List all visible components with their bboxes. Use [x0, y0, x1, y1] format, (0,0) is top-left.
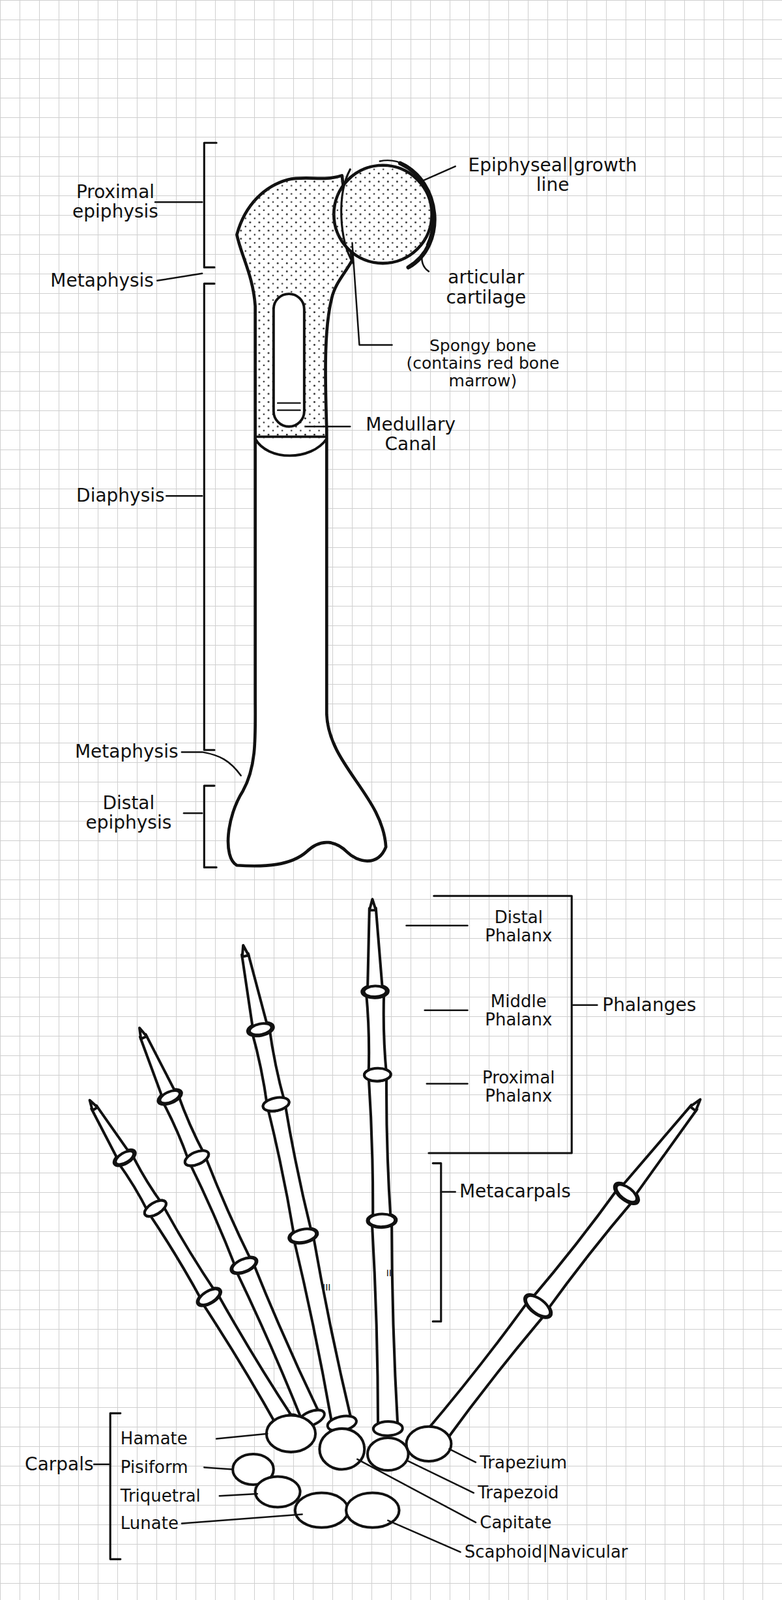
bone-head [142, 1197, 169, 1220]
part-label: Spongy bone (contains red bone marrow) [398, 336, 568, 390]
bone-shaft [619, 1102, 701, 1200]
bone-head [364, 1068, 391, 1082]
bone-head [288, 1227, 318, 1245]
bone-tip [690, 1097, 704, 1112]
part-label: Trapezoid [477, 1483, 559, 1503]
carpal-bone [295, 1493, 348, 1529]
bone-numeral: II [386, 1268, 392, 1279]
bone-numeral: III [322, 1283, 331, 1293]
bone-head [158, 1088, 182, 1107]
part-label: Medullary Canal [355, 415, 466, 455]
part-label: Metaphysis [50, 271, 154, 291]
part-label: Proximal Phalanx [476, 1068, 562, 1106]
hand-bone [364, 1068, 396, 1228]
bone-shaft [364, 908, 383, 992]
part-label: Trapezium [479, 1453, 567, 1473]
part-label: Epiphyseal|growth line [461, 155, 644, 195]
bone-shaft [293, 1234, 352, 1426]
bone-shaft [530, 1187, 635, 1314]
bone-head [373, 1421, 403, 1437]
bone-shaft [425, 1300, 547, 1447]
bone-head [183, 1147, 212, 1170]
bone-tip [87, 1098, 98, 1111]
hand-bone [183, 1147, 259, 1276]
part-label: Scaphoid|Navicular [464, 1543, 629, 1562]
bone-head [368, 1214, 395, 1228]
part-label: Capitate [479, 1513, 552, 1533]
part-label: Hamate [120, 1429, 188, 1449]
bone-tip [136, 1027, 147, 1040]
part-label: Triquetral [120, 1487, 201, 1506]
part-label: articular cartilage [434, 267, 539, 307]
carpal-bone [367, 1438, 409, 1471]
part-label: Pisiform [120, 1458, 189, 1477]
part-label: Diaphysis [76, 486, 165, 506]
hand-bone [366, 1213, 403, 1437]
bone-head [366, 1213, 397, 1229]
bone-head [361, 984, 389, 999]
bone-head [248, 1021, 273, 1037]
bone-shaft [237, 952, 268, 1031]
part-label: Middle Phalanx [476, 992, 562, 1029]
carpal-bone [255, 1476, 301, 1508]
part-label: Carpals [24, 1455, 94, 1475]
bone-shaft [136, 1032, 177, 1101]
hand-bone [361, 899, 387, 998]
hand-bone [261, 1095, 318, 1245]
bone-head [230, 1255, 259, 1277]
bone-shaft [368, 1074, 391, 1221]
hand-bone [361, 984, 391, 1082]
bone-shaft [188, 1154, 252, 1269]
bone-head [195, 1286, 223, 1309]
bone-shaft [366, 991, 387, 1076]
bone-head [246, 1020, 276, 1039]
hand-bone [246, 1020, 291, 1114]
part-label: Phalanges [602, 995, 696, 1016]
hand-bone [129, 1023, 182, 1106]
bone-head [261, 1095, 291, 1114]
bone-shaft [251, 1027, 285, 1107]
hand-bone [142, 1197, 223, 1309]
carpal-bone [319, 1429, 365, 1471]
part-label: Metaphysis [74, 742, 179, 762]
bone-head [113, 1148, 136, 1168]
bone-shaft [148, 1204, 217, 1302]
part-label: Lunate [120, 1514, 179, 1533]
part-label: Proximal epiphysis [66, 182, 165, 222]
carpal-bone [405, 1427, 451, 1462]
carpal-bone [266, 1415, 316, 1452]
part-label: Metacarpals [459, 1182, 571, 1202]
bone-shaft [267, 1102, 313, 1238]
hand-bone [613, 1092, 710, 1206]
bone-head [613, 1181, 640, 1206]
bone-shaft [372, 1220, 399, 1430]
part-label: Distal Phalanx [476, 908, 562, 945]
bone-head [363, 985, 387, 998]
hand-bone [287, 1226, 358, 1435]
hand-bone [80, 1095, 136, 1168]
bone-tip [368, 899, 376, 911]
bone-head [522, 1292, 554, 1321]
hand-bone [231, 943, 273, 1038]
bone-tip [239, 944, 249, 958]
hand-bone [111, 1146, 169, 1220]
bone-head [364, 1068, 391, 1082]
part-label: Distal epiphysis [79, 793, 178, 833]
hand-bone [155, 1086, 211, 1170]
